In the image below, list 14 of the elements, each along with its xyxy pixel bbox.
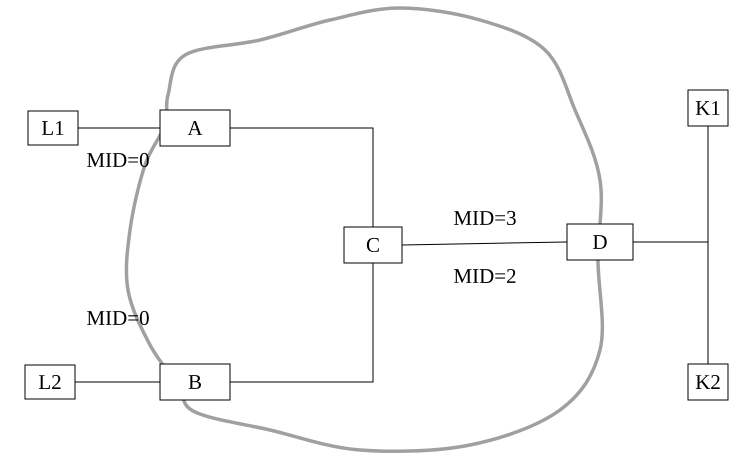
connector-line xyxy=(402,242,567,246)
mid-label: MID=0 xyxy=(87,152,149,168)
mid-label: MID=3 xyxy=(454,210,516,226)
connector-line xyxy=(633,242,708,364)
node-box: L2 xyxy=(24,364,76,400)
node-box: L1 xyxy=(28,110,78,146)
connector-line xyxy=(230,128,374,227)
node-box: C xyxy=(344,226,402,264)
node-box: D xyxy=(566,224,634,260)
node-box: K2 xyxy=(688,364,728,400)
connector-line xyxy=(230,263,374,382)
node-box: K1 xyxy=(688,90,728,126)
mid-label: MID=0 xyxy=(87,310,149,326)
mid-label: MID=2 xyxy=(454,269,516,283)
